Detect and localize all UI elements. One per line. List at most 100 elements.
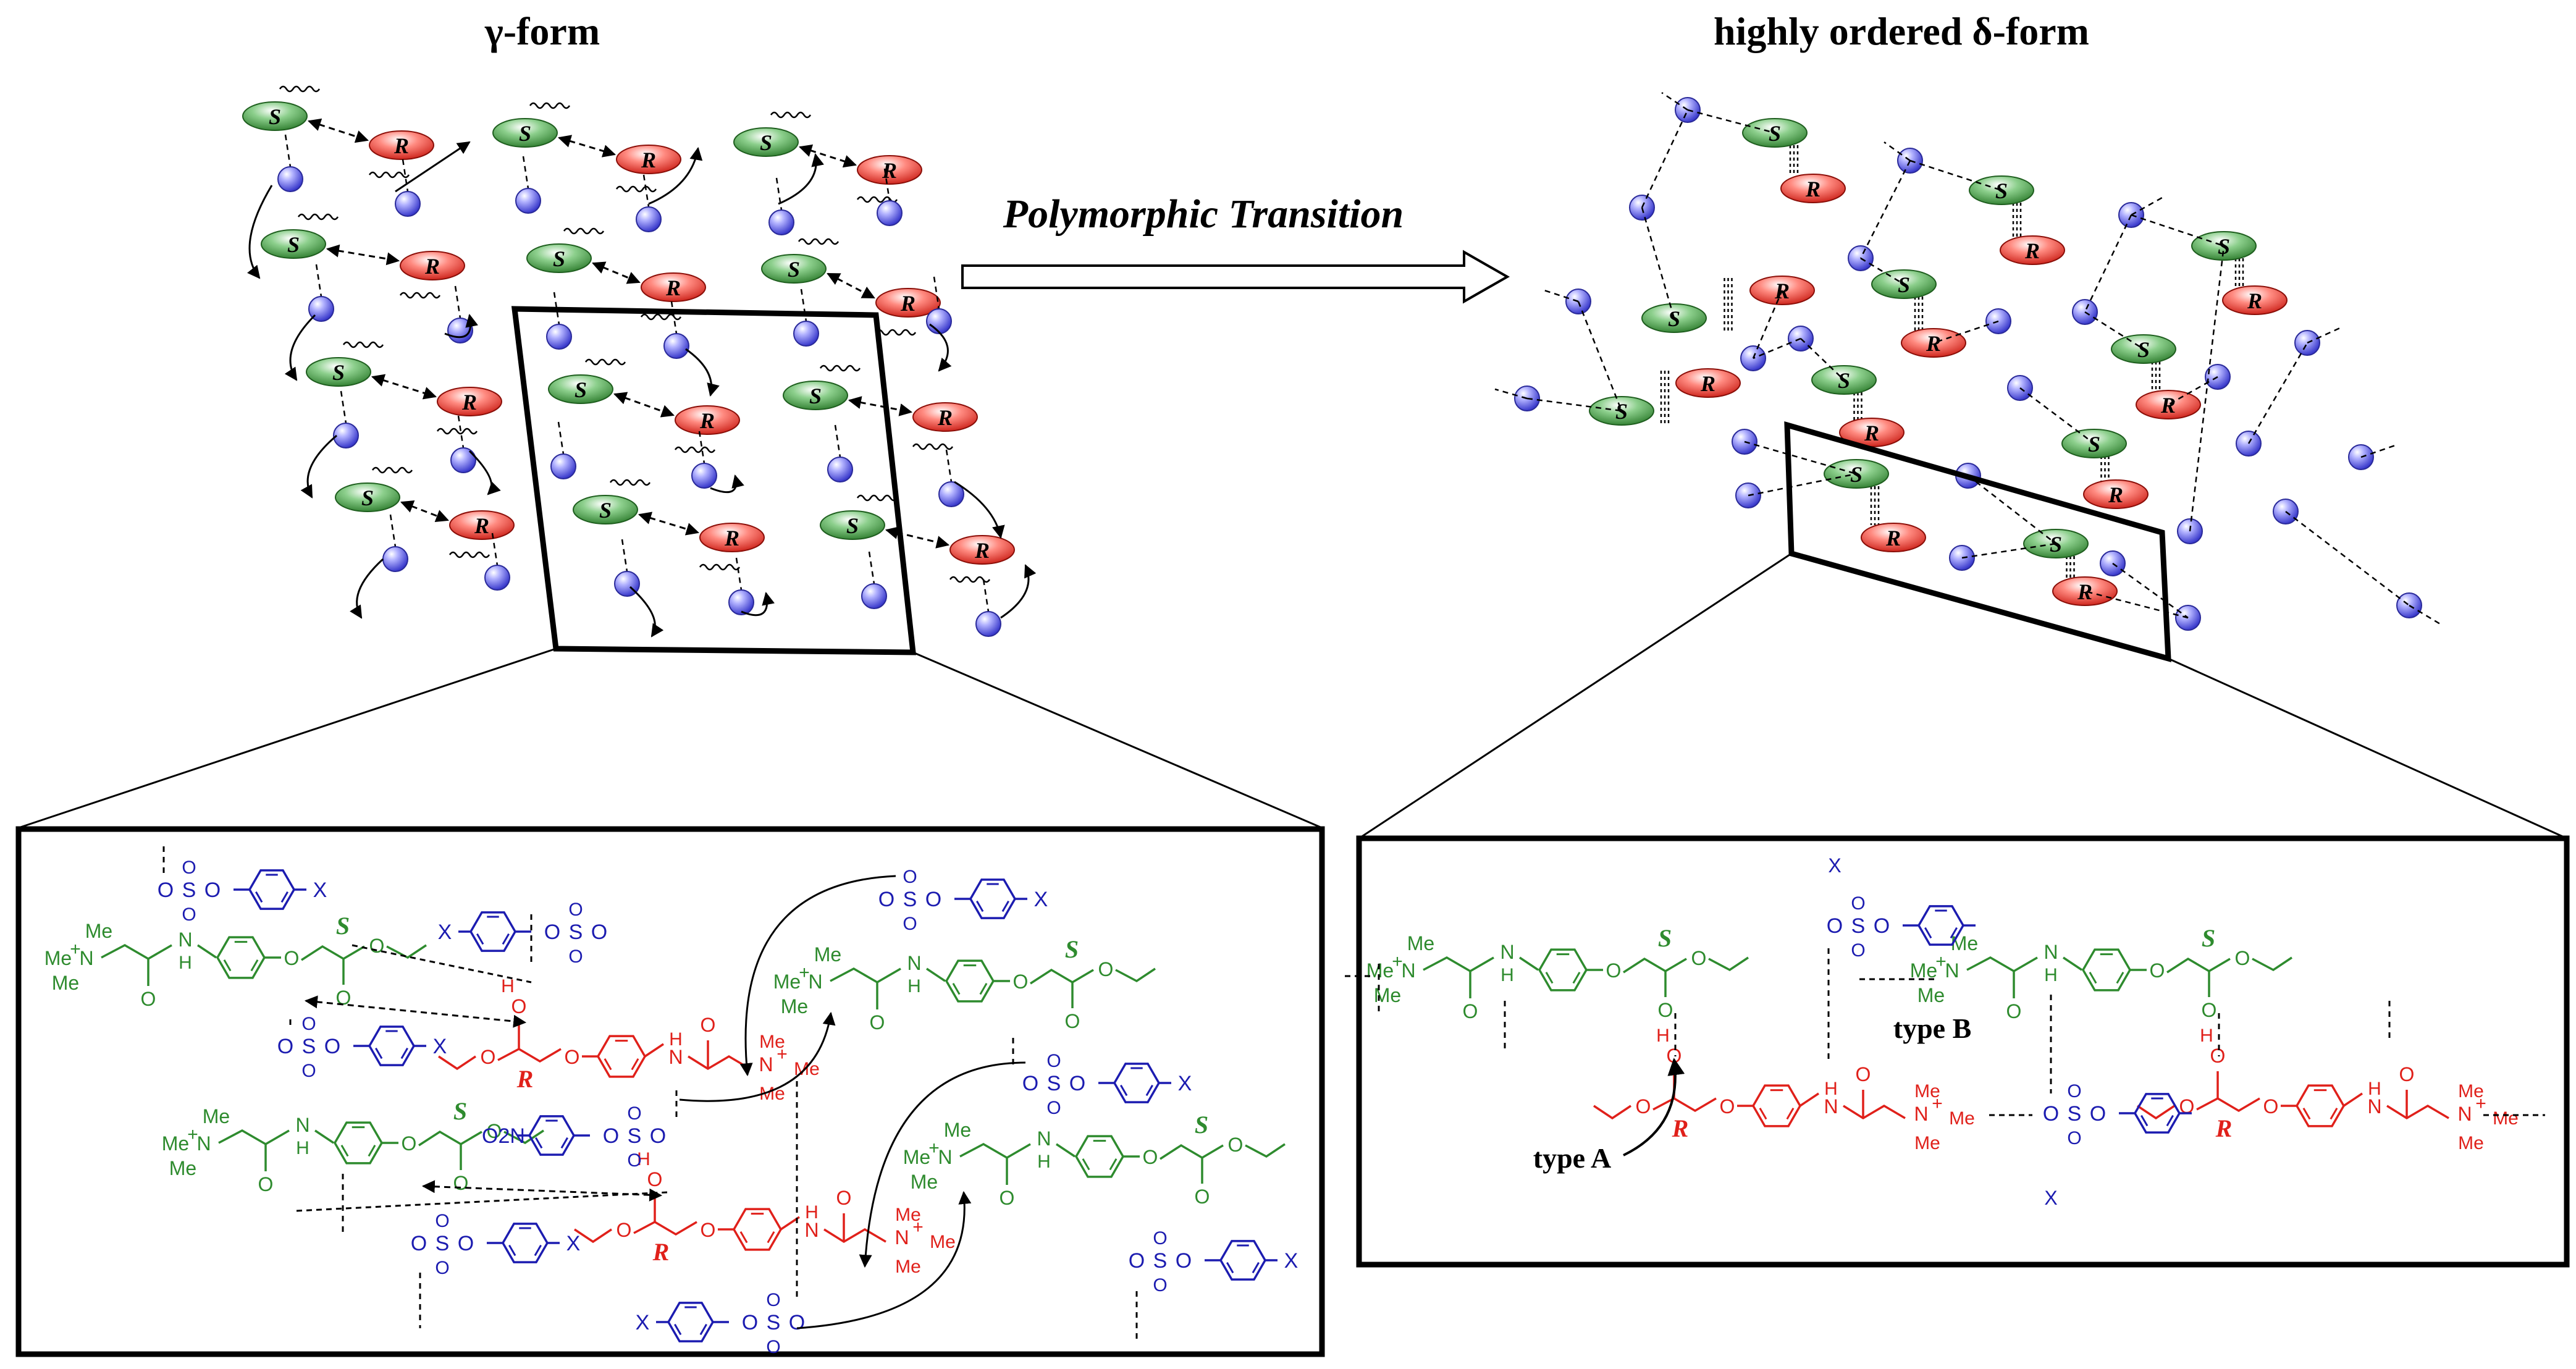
label: Me [1407,932,1434,954]
label: O [2043,1102,2059,1126]
label: O [925,888,941,911]
label: O [2067,1128,2081,1148]
label: Me [1917,984,1945,1006]
sphere-icon [550,453,576,479]
wavy-bond [279,85,321,93]
wavy-bond [615,185,657,193]
curved-arrow-icon [796,1190,972,1329]
aromatic-bond [2089,972,2097,984]
label: R [516,1065,534,1093]
dashed-bond [2084,311,2144,350]
label: O [1228,1134,1244,1156]
dashed-bond [1641,207,1675,319]
benzene-ring [1538,948,1588,992]
dashed-bond [2360,444,2397,458]
dashed-bond [670,301,678,334]
label: N [196,1132,211,1155]
sphere-icon [793,321,819,347]
curved-arrow-icon [629,586,664,638]
label: N [295,1114,309,1136]
aromatic-bond [2140,1114,2149,1127]
r-symbol: R [1805,177,1820,201]
bond [1652,1097,1717,1113]
wavy-bond [699,563,741,571]
wavy-bond [584,358,626,366]
bond [2252,956,2292,972]
arrow-icon [326,244,400,266]
label: R [652,1238,670,1266]
label: O [2090,1102,2106,1126]
dashed-bond [1909,159,2002,192]
label: O [1022,1072,1038,1095]
s-symbol: S [599,498,612,523]
label: Me [52,972,79,994]
dashed-bond [522,156,529,189]
dashed-bond [402,159,409,192]
aromatic-bond [952,983,961,995]
dashed-bond [1933,320,1999,344]
s-symbol: S [1668,306,1680,331]
ellipse-s-icon [548,374,613,404]
label: H [2368,1079,2381,1099]
dashed-bond [2189,245,2225,532]
r-symbol: R [974,538,990,563]
label: Me [1949,1108,1975,1129]
r-symbol: R [1885,526,1901,550]
ellipse-r-icon [949,535,1015,565]
label: + [912,1217,924,1237]
label: S [436,1232,450,1255]
s-symbol: S [809,384,822,408]
bond [1115,967,1156,983]
label: Me [814,943,841,966]
sphere-icon [926,308,952,334]
label: + [928,1138,940,1158]
dashed-bond [1641,109,1689,208]
label: N [2367,1095,2381,1118]
bond [503,1129,544,1145]
ellipse-s-icon [335,482,400,512]
s-symbol: S [361,486,374,510]
ellipse-r-icon [2083,479,2149,509]
ellipse-r-icon [2222,285,2288,315]
label: O [647,1168,663,1190]
label: O [1691,947,1707,969]
r-symbol: R [2247,289,2262,313]
aromatic-bond [976,900,984,912]
sphere-icon [450,447,476,473]
label: O [701,1219,716,1241]
label: O [1098,958,1114,980]
type-a-arrow-icon [1623,1058,1685,1156]
label: Me [903,1146,930,1168]
r-symbol: R [1926,331,1941,356]
ellipse-s-icon [1589,396,1654,426]
wavy-bond [563,227,605,235]
wavy-bond [609,479,651,486]
zoom-line [2168,657,2567,840]
sphere-icon [395,191,421,217]
label: O [870,1011,885,1034]
label: O [627,1103,641,1124]
s-symbol: S [1838,368,1850,393]
label: O [2067,1081,2081,1102]
label: O [836,1187,852,1209]
label: S [2068,1102,2082,1126]
dashed-bond [834,424,841,458]
aromatic-bond [604,1058,612,1071]
label: Me [1914,1081,1940,1102]
label: N [2457,1103,2472,1125]
curved-arrow-icon [247,185,273,279]
dashed-bond [933,276,940,310]
label: Me [44,947,72,969]
dashed-bond [800,289,807,322]
wavy-bond [529,102,571,109]
wavy-bond [912,443,954,450]
ellipse-r-icon [1861,523,1926,552]
bond [1593,1105,1631,1120]
aromatic-bond [2302,1108,2311,1120]
polymorphic-transition-label: Polymorphic Transition [1003,192,1404,237]
aromatic-bond [375,1047,383,1059]
bond [830,967,901,984]
label: N [808,971,822,993]
s-symbol: S [575,377,587,402]
